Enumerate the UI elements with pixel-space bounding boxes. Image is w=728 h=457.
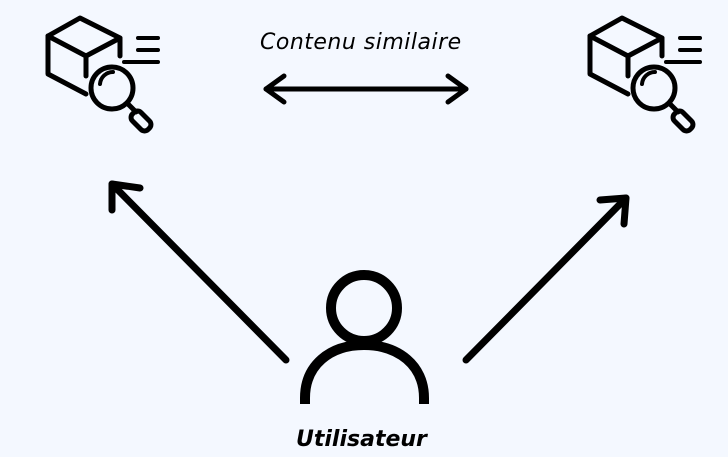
similar-content-label: Contenu similaire bbox=[260, 30, 462, 55]
similarity-double-arrow bbox=[263, 73, 469, 105]
user-icon bbox=[300, 270, 429, 404]
user-label: Utilisateur bbox=[296, 427, 427, 452]
content-search-icon-right bbox=[590, 18, 700, 133]
arrow-to-left-item bbox=[108, 180, 290, 364]
arrow-to-right-item bbox=[462, 194, 630, 364]
content-search-icon-left bbox=[48, 18, 158, 133]
